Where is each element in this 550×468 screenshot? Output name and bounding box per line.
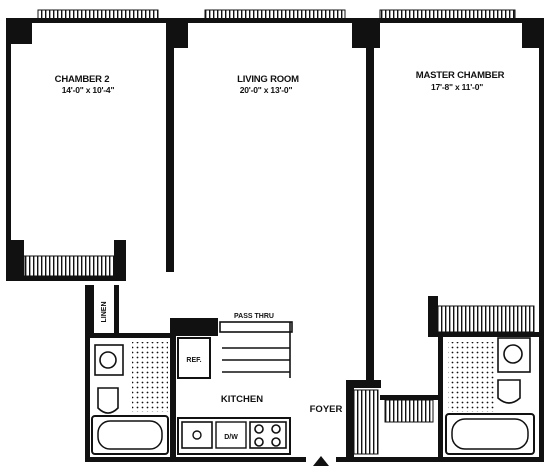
- burner-4: [271, 437, 281, 447]
- entry-arrow-icon: [313, 456, 329, 466]
- left-wall: [6, 18, 11, 280]
- burner-1: [254, 424, 264, 434]
- radiator-master: [437, 305, 535, 333]
- master-bath-top: [428, 332, 544, 337]
- window-chamber2: [37, 9, 159, 20]
- toilet-master: [497, 379, 521, 404]
- living-room-name: LIVING ROOM: [237, 74, 299, 85]
- right-wall: [539, 18, 544, 462]
- left-lower-wall: [85, 285, 90, 462]
- chamber2-bottom-right-col: [114, 240, 126, 280]
- top-windows: [37, 9, 516, 20]
- bathroom-left: [91, 342, 169, 455]
- linen-label: LINEN: [101, 302, 108, 323]
- radiator-chamber2: [23, 255, 115, 277]
- foyer-label: FOYER: [310, 404, 343, 415]
- chamber2-bottom-wall: [6, 276, 126, 281]
- linen-wall-left: [90, 285, 94, 333]
- stove: [249, 421, 287, 449]
- burner-2: [271, 424, 281, 434]
- wall-living-master: [366, 40, 374, 380]
- burner-3: [254, 437, 264, 447]
- closet-top-wall: [346, 380, 381, 388]
- entry: [306, 455, 336, 466]
- kitchen-label: KITCHEN: [221, 394, 263, 405]
- sink-left-basin: [99, 351, 117, 369]
- chamber2-dims: 14'-0" x 10'-4": [62, 85, 115, 95]
- master-chamber-name: MASTER CHAMBER: [416, 70, 505, 81]
- bath-left-top: [85, 333, 175, 338]
- closet-shelving: [384, 399, 434, 423]
- chamber2-bottom-left-col: [6, 240, 24, 280]
- interior-walls: [6, 40, 544, 457]
- foyer-closet-shelving: [353, 389, 379, 455]
- master-bath-floor-tile: [448, 342, 494, 412]
- top-wall: [6, 18, 544, 23]
- pass-thru-counter: [219, 321, 293, 333]
- radiators: [23, 255, 535, 455]
- dw-label: D/W: [224, 434, 238, 441]
- window-master-chamber: [379, 9, 516, 20]
- tub-left-inner: [97, 420, 163, 450]
- kitchen-sink-drain: [192, 430, 202, 440]
- toilet-left: [97, 387, 119, 414]
- kitchen-top-wall: [170, 318, 218, 336]
- master-bottom-col-left: [428, 296, 438, 336]
- master-chamber-dims: 17'-8" x 11'-0": [431, 82, 483, 92]
- column-top-left: [6, 18, 32, 44]
- closet-left-wall: [346, 385, 354, 457]
- closet-top-wall2: [380, 395, 438, 400]
- ref-label: REF.: [186, 357, 201, 364]
- dishwasher: [215, 421, 247, 449]
- bath-floor-tile: [132, 342, 168, 412]
- master-bath-left: [438, 332, 443, 457]
- bathroom-master: [445, 337, 535, 455]
- kitchen-fixtures: [177, 321, 293, 455]
- window-living-room: [204, 9, 346, 20]
- chamber2-name: CHAMBER 2: [55, 74, 110, 85]
- wall-chamber2-living: [166, 40, 174, 272]
- refrigerator: [177, 337, 211, 379]
- linen-wall-right: [114, 285, 119, 333]
- living-room-dims: 20'-0" x 13'-0": [240, 85, 293, 95]
- sink-master-basin: [503, 344, 523, 364]
- bath-left-right: [170, 318, 176, 457]
- tub-master-inner: [451, 418, 529, 450]
- column-top-right: [522, 18, 544, 48]
- kitchen-counter-lines: [222, 322, 291, 378]
- pass-thru-label: PASS THRU: [234, 313, 274, 320]
